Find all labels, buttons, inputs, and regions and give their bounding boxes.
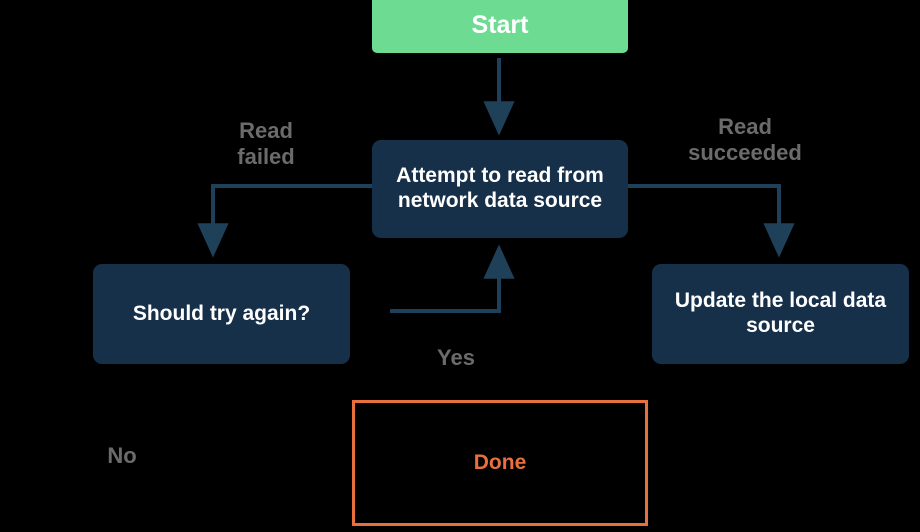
- node-done-label: Done: [473, 450, 527, 474]
- edge-label-no: No: [107, 443, 137, 468]
- node-attempt-to-read[interactable]: Attempt to read from network data source: [372, 140, 628, 238]
- node-update-local-source[interactable]: Update the local data source: [652, 264, 909, 364]
- edge-attempt-to-retry: [197, 184, 372, 258]
- node-attempt-label: Attempt to read from network data source: [396, 164, 604, 212]
- node-done[interactable]: Done: [352, 400, 648, 526]
- edge-label-yes: Yes: [437, 345, 475, 370]
- node-start[interactable]: Start: [372, 0, 628, 53]
- node-update-label: Update the local data source: [674, 289, 887, 337]
- node-start-label: Start: [471, 11, 529, 40]
- node-retry-label: Should try again?: [132, 301, 311, 325]
- edge-attempt-to-update: [628, 184, 795, 258]
- edge-label-read-failed: Read failed: [237, 118, 295, 170]
- edge-label-read-succeeded: Read succeeded: [688, 114, 802, 166]
- edge-retry-to-attempt: [390, 244, 515, 313]
- node-should-try-again[interactable]: Should try again?: [93, 264, 350, 364]
